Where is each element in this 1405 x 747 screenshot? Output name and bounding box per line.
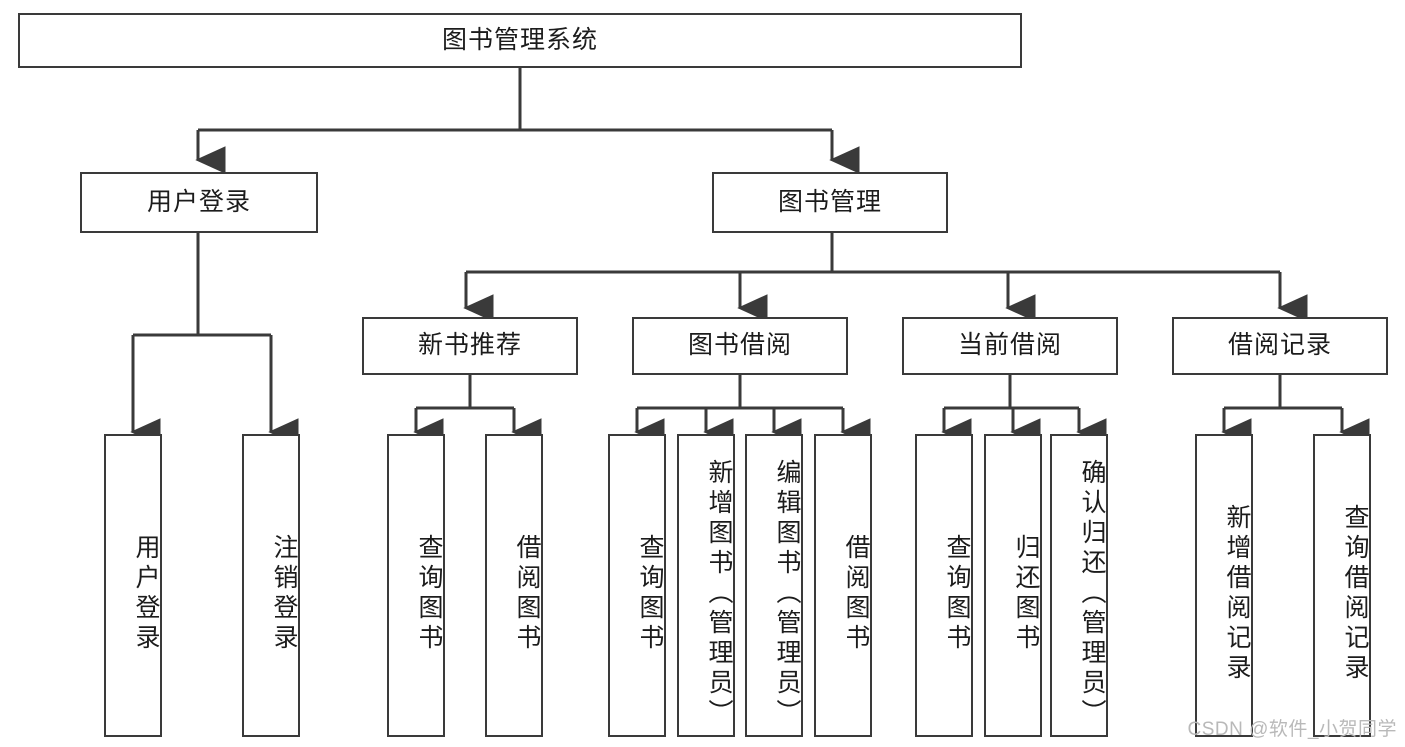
node-borrow-record[interactable]: 借阅记录: [1172, 317, 1388, 375]
leaf-current-query-book-label: 查询图书: [943, 533, 971, 654]
node-new-book-recommend[interactable]: 新书推荐: [362, 317, 578, 375]
node-borrow-record-label: 借阅记录: [1227, 331, 1332, 360]
node-book-management-label: 图书管理: [777, 187, 882, 216]
leaf-record-add-record-label: 新增借阅记录: [1223, 503, 1251, 684]
leaf-record-query-record[interactable]: 查询借阅记录: [1313, 434, 1371, 737]
leaf-borrow-borrow-book-label: 借阅图书: [842, 533, 870, 654]
node-user-login[interactable]: 用户登录: [80, 172, 318, 233]
leaf-borrow-edit-book-admin-label: 编辑图书（管理员）: [773, 458, 801, 729]
leaf-borrow-query-book[interactable]: 查询图书: [608, 434, 666, 737]
leaf-recommend-query-book-label: 查询图书: [415, 533, 443, 654]
leaf-current-confirm-return-admin[interactable]: 确认归还（管理员）: [1050, 434, 1108, 737]
leaf-borrow-query-book-label: 查询图书: [636, 533, 664, 654]
leaf-borrow-edit-book-admin[interactable]: 编辑图书（管理员）: [745, 434, 803, 737]
leaf-user-login-signout-label: 注销登录: [270, 533, 298, 654]
leaf-recommend-query-book[interactable]: 查询图书: [387, 434, 445, 737]
node-root-label: 图书管理系统: [441, 25, 598, 54]
leaf-current-return-book-label: 归还图书: [1012, 533, 1040, 654]
leaf-recommend-borrow-book[interactable]: 借阅图书: [485, 434, 543, 737]
leaf-user-login-signin-label: 用户登录: [132, 533, 160, 654]
leaf-recommend-borrow-book-label: 借阅图书: [513, 533, 541, 654]
leaf-borrow-add-book-admin-label: 新增图书（管理员）: [705, 458, 733, 729]
leaf-record-add-record[interactable]: 新增借阅记录: [1195, 434, 1253, 737]
node-user-login-label: 用户登录: [146, 187, 251, 216]
leaf-current-return-book[interactable]: 归还图书: [984, 434, 1042, 737]
node-new-book-recommend-label: 新书推荐: [417, 331, 522, 360]
leaf-current-query-book[interactable]: 查询图书: [915, 434, 973, 737]
leaf-borrow-borrow-book[interactable]: 借阅图书: [814, 434, 872, 737]
node-book-management[interactable]: 图书管理: [712, 172, 948, 233]
node-root[interactable]: 图书管理系统: [18, 13, 1022, 68]
node-current-borrow[interactable]: 当前借阅: [902, 317, 1118, 375]
leaf-current-confirm-return-admin-label: 确认归还（管理员）: [1078, 458, 1106, 729]
csdn-watermark: CSDN @软件_小贺同学: [1187, 719, 1397, 740]
leaf-user-login-signout[interactable]: 注销登录: [242, 434, 300, 737]
leaf-borrow-add-book-admin[interactable]: 新增图书（管理员）: [677, 434, 735, 737]
node-book-borrow[interactable]: 图书借阅: [632, 317, 848, 375]
node-current-borrow-label: 当前借阅: [957, 331, 1062, 360]
leaf-record-query-record-label: 查询借阅记录: [1341, 503, 1369, 684]
node-book-borrow-label: 图书借阅: [687, 331, 792, 360]
leaf-user-login-signin[interactable]: 用户登录: [104, 434, 162, 737]
